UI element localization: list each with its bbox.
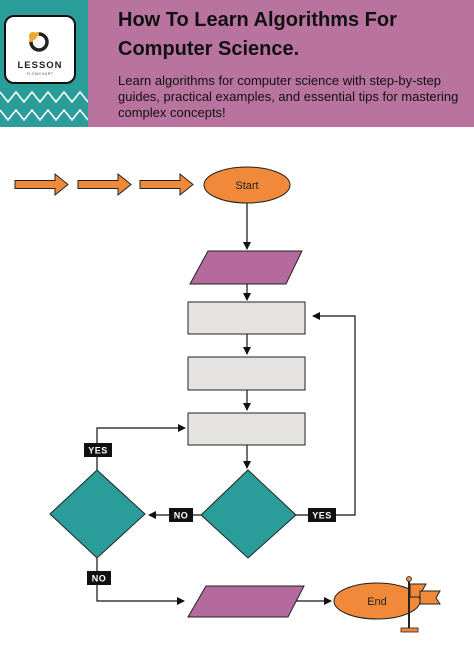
decision-diamond <box>200 469 297 559</box>
no-tag <box>87 571 111 585</box>
orange-arrow-decoration <box>77 172 132 197</box>
start-label: Start <box>235 180 258 192</box>
process-box <box>187 412 306 446</box>
process-box <box>187 356 306 391</box>
process-box <box>187 301 306 335</box>
logo-panel: LESSON FLOWCHART <box>0 0 88 127</box>
orange-arrow-decoration <box>14 172 69 197</box>
yes-tag-label: YES <box>88 446 108 456</box>
logo: LESSON FLOWCHART <box>4 15 76 84</box>
yes-tag <box>84 443 112 457</box>
no-tag-label: NO <box>92 574 107 584</box>
decision-diamond <box>49 469 146 559</box>
yes-tag-label: YES <box>312 511 332 521</box>
input-parallelogram <box>189 250 303 285</box>
algorithm-flowchart: Start YES NO YES NO End <box>14 166 441 633</box>
start-terminal <box>203 166 291 204</box>
header-banner: LESSON FLOWCHART How To Learn Algorithms… <box>0 0 474 127</box>
orange-arrow-decoration <box>139 172 194 197</box>
page-description: Learn algorithms for computer science wi… <box>118 73 459 120</box>
page-title: How To Learn Algorithms For Computer Sci… <box>118 9 397 60</box>
zigzag-decoration <box>0 90 88 122</box>
flag-icon <box>400 576 441 633</box>
brand-ring-icon <box>29 32 49 52</box>
output-parallelogram <box>187 585 305 618</box>
logo-subtitle: FLOWCHART <box>26 72 54 76</box>
end-label: End <box>367 596 387 608</box>
yes-tag <box>308 508 336 522</box>
no-tag <box>169 508 193 522</box>
no-tag-label: NO <box>174 511 189 521</box>
logo-wordmark: LESSON <box>17 60 63 71</box>
